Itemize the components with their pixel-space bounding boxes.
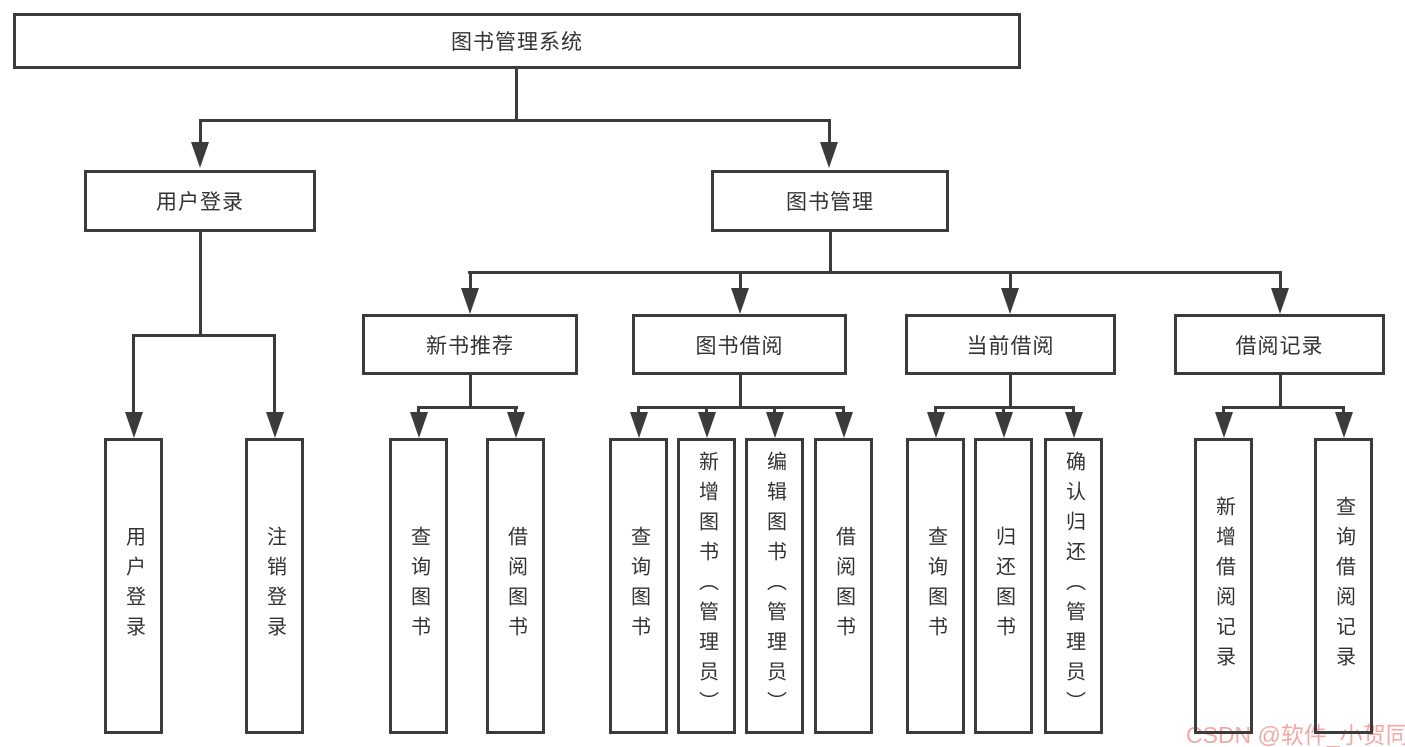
leaf-add-borrow-record: 新增借阅记录 <box>1194 438 1253 734</box>
connector-root-hbar <box>199 119 831 122</box>
leaf-confirm-return-admin: 确认归还（管理员） <box>1044 438 1103 734</box>
leaf-add-book-admin: 新增图书（管理员） <box>677 438 736 734</box>
arrow-to-leaf-logout <box>266 412 284 438</box>
connector-user-login-stem <box>199 232 202 337</box>
leaf-borrow-books-borrowing: 借阅图书 <box>814 438 873 734</box>
leaf-label: 查询图书 <box>627 526 650 646</box>
leaf-label: 查询图书 <box>407 526 430 646</box>
connector-shaft-leaf-user-login <box>132 334 135 414</box>
csdn-watermark: CSDN @软件_小贺同学 <box>1186 722 1405 747</box>
connector-shaft <box>773 406 776 416</box>
connector-shaft <box>1222 406 1225 416</box>
connector-shaft <box>1002 406 1005 416</box>
leaf-label: 归还图书 <box>992 526 1015 646</box>
arrow-to-leaf-edit-book-admin <box>766 412 784 438</box>
connector-shaft <box>705 406 708 416</box>
connector-shaft <box>514 406 517 416</box>
leaf-user-login: 用户登录 <box>104 438 163 734</box>
connector-shaft-book-management <box>828 119 831 144</box>
leaf-label: 编辑图书（管理员） <box>763 451 786 721</box>
connector-recommend-hbar <box>417 406 518 409</box>
leaf-query-borrow-record: 查询借阅记录 <box>1314 438 1373 734</box>
node-label: 借阅记录 <box>1235 334 1324 358</box>
arrow-to-leaf-user-login <box>125 412 143 438</box>
connector-book-management-stem <box>829 232 832 274</box>
leaf-query-books-recommend: 查询图书 <box>389 438 448 734</box>
leaf-label: 确认归还（管理员） <box>1062 451 1085 721</box>
connector-shaft <box>637 406 640 416</box>
leaf-label: 注销登录 <box>263 526 286 646</box>
node-user-login: 用户登录 <box>84 170 316 232</box>
leaf-edit-book-admin: 编辑图书（管理员） <box>745 438 804 734</box>
leaf-label: 新增图书（管理员） <box>695 451 718 721</box>
leaf-label: 查询借阅记录 <box>1332 496 1355 676</box>
leaf-logout: 注销登录 <box>245 438 304 734</box>
node-label: 用户登录 <box>156 191 244 214</box>
arrow-to-leaf-query-borrow-record <box>1335 412 1353 438</box>
node-book-management: 图书管理 <box>711 170 949 232</box>
connector-shaft-current-borrowing <box>1009 271 1012 291</box>
connector-shaft <box>842 406 845 416</box>
node-label: 图书借阅 <box>695 334 784 358</box>
connector-root-stem <box>515 68 518 121</box>
arrow-to-leaf-query-books-current <box>927 412 945 438</box>
leaf-query-books-borrowing: 查询图书 <box>609 438 668 734</box>
connector-shaft <box>1342 406 1345 416</box>
arrow-to-leaf-confirm-return-admin <box>1065 412 1083 438</box>
arrow-to-new-book-recommendation <box>461 288 479 314</box>
connector-shaft-new-book-recommendation <box>469 271 472 291</box>
node-book-borrowing: 图书借阅 <box>632 314 847 375</box>
connector-borrowing-stem <box>739 375 742 409</box>
connector-borrowing-hbar <box>637 406 845 409</box>
connector-user-login-hbar <box>132 334 275 337</box>
connector-shaft-borrowing-records <box>1279 271 1282 291</box>
arrow-to-leaf-add-book-admin <box>698 412 716 438</box>
arrow-to-leaf-add-borrow-record <box>1215 412 1233 438</box>
node-label: 图书管理 <box>786 191 874 214</box>
connector-records-hbar <box>1222 406 1345 409</box>
arrow-to-leaf-query-books-recommend <box>410 412 428 438</box>
node-library-management-system: 图书管理系统 <box>13 13 1021 69</box>
connector-shaft <box>1072 406 1075 416</box>
arrow-to-leaf-return-book <box>995 412 1013 438</box>
connector-shaft <box>934 406 937 416</box>
connector-shaft-book-borrowing <box>739 271 742 291</box>
node-current-borrowing: 当前借阅 <box>905 314 1116 375</box>
connector-shaft-leaf-logout <box>273 334 276 414</box>
connector-book-management-hbar <box>468 271 1281 274</box>
leaf-return-book: 归还图书 <box>974 438 1033 734</box>
arrow-to-current-borrowing <box>1001 288 1019 314</box>
node-label: 图书管理系统 <box>451 31 583 54</box>
leaf-borrow-books-recommend: 借阅图书 <box>486 438 545 734</box>
connector-shaft-user-login <box>199 119 202 144</box>
arrow-to-leaf-borrow-books-borrowing <box>835 412 853 438</box>
arrow-to-borrowing-records <box>1271 288 1289 314</box>
leaf-label: 借阅图书 <box>504 526 527 646</box>
leaf-label: 查询图书 <box>924 526 947 646</box>
node-new-book-recommendation: 新书推荐 <box>362 314 578 375</box>
connector-records-stem <box>1279 375 1282 409</box>
arrow-to-leaf-borrow-books-recommend <box>507 412 525 438</box>
node-label: 当前借阅 <box>966 334 1055 358</box>
arrow-to-book-management <box>820 142 838 168</box>
arrow-to-user-login <box>191 142 209 168</box>
connector-recommend-stem <box>469 375 472 409</box>
leaf-query-books-current: 查询图书 <box>906 438 965 734</box>
connector-shaft <box>417 406 420 416</box>
leaf-label: 新增借阅记录 <box>1212 496 1235 676</box>
connector-current-stem <box>1009 375 1012 409</box>
leaf-label: 借阅图书 <box>832 526 855 646</box>
arrow-to-leaf-query-books-borrowing <box>630 412 648 438</box>
node-label: 新书推荐 <box>426 334 514 358</box>
leaf-label: 用户登录 <box>122 526 145 646</box>
node-borrowing-records: 借阅记录 <box>1174 314 1385 375</box>
arrow-to-book-borrowing <box>731 288 749 314</box>
